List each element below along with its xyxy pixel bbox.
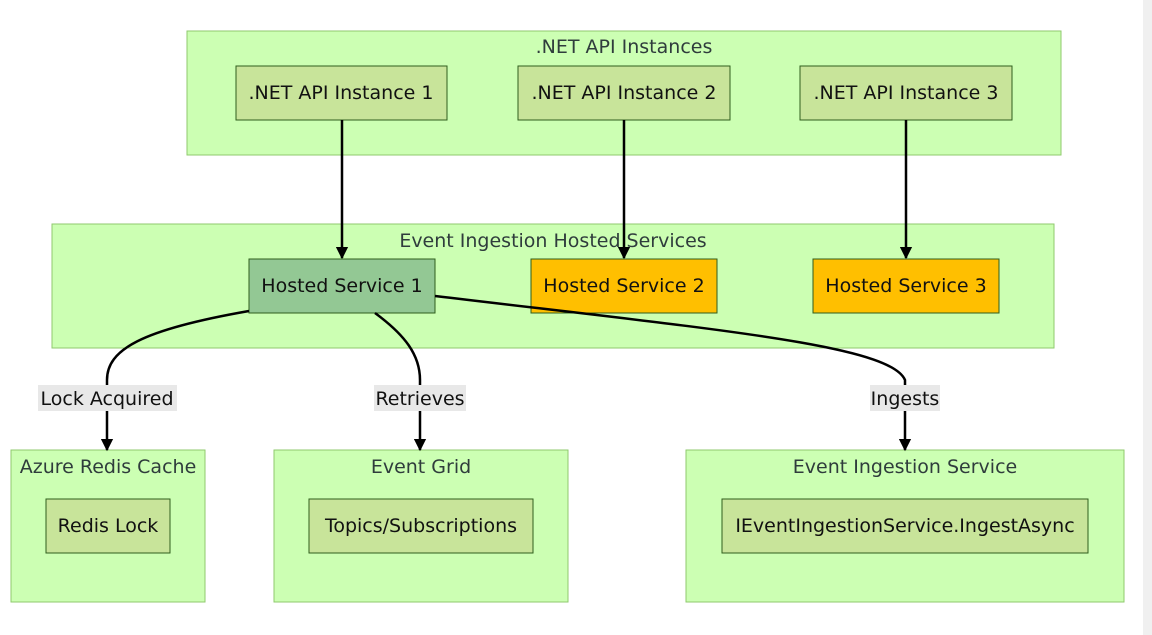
node-ingest-async: IEventIngestionService.IngestAsync [721, 498, 1089, 554]
node-topics-subscriptions-label: Topics/Subscriptions [324, 515, 517, 537]
cluster-redis-title: Azure Redis Cache [20, 456, 197, 478]
edge-label-lock-acquired: Lock Acquired [38, 385, 177, 411]
edge-label-retrieves: Retrieves [374, 385, 466, 411]
node-api-instance-3: .NET API Instance 3 [799, 65, 1013, 121]
edge-label-ingests: Ingests [870, 385, 940, 411]
node-hosted-service-1-label: Hosted Service 1 [261, 275, 422, 297]
edge-hs1-to-event-grid [374, 311, 427, 452]
edge-hs1-to-redis-lock [100, 309, 250, 452]
vertical-scrollbar[interactable] [1143, 0, 1152, 635]
cluster-hosted-services-title: Event Ingestion Hosted Services [399, 230, 706, 252]
cluster-api-instances-title: .NET API Instances [536, 36, 713, 58]
node-topics-subscriptions: Topics/Subscriptions [308, 498, 534, 554]
node-hosted-service-2: Hosted Service 2 [530, 258, 718, 314]
node-api-instance-3-label: .NET API Instance 3 [814, 82, 999, 104]
node-redis-lock-label: Redis Lock [58, 515, 159, 537]
node-api-instance-2-label: .NET API Instance 2 [532, 82, 717, 104]
node-redis-lock: Redis Lock [45, 498, 171, 554]
edge-label-ingests-text: Ingests [871, 388, 940, 410]
node-hosted-service-3: Hosted Service 3 [812, 258, 1000, 314]
edge-hs1-to-ingestion-service [434, 294, 912, 452]
edge-label-lock-acquired-text: Lock Acquired [41, 388, 174, 410]
node-hosted-service-2-label: Hosted Service 2 [543, 275, 704, 297]
node-hosted-service-1: Hosted Service 1 [248, 258, 436, 314]
cluster-event-grid-title: Event Grid [371, 456, 471, 478]
node-api-instance-2: .NET API Instance 2 [517, 65, 731, 121]
node-hosted-service-3-label: Hosted Service 3 [825, 275, 986, 297]
node-api-instance-1: .NET API Instance 1 [235, 65, 448, 121]
node-api-instance-1-label: .NET API Instance 1 [249, 82, 434, 104]
edge-label-retrieves-text: Retrieves [375, 388, 464, 410]
node-ingest-async-label: IEventIngestionService.IngestAsync [735, 515, 1074, 537]
cluster-ingestion-service-title: Event Ingestion Service [793, 456, 1017, 478]
